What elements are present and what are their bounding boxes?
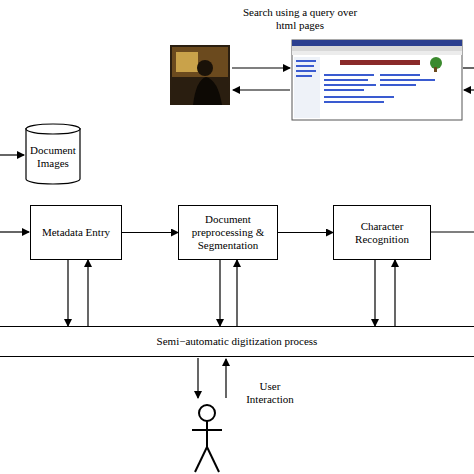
browser-line — [380, 84, 416, 86]
browser-line — [324, 96, 394, 98]
process-box: Document preprocessing & Segmentation — [178, 205, 278, 260]
figure-body — [206, 421, 208, 447]
browser-line — [324, 101, 384, 103]
node-text-group: Semi−automatic digitization process — [154, 335, 321, 348]
interaction-arrow — [197, 358, 198, 398]
cylinder-body — [26, 128, 80, 184]
figure-head — [199, 405, 215, 421]
node-text: Document Images — [28, 144, 78, 170]
browser-toolbar — [292, 46, 462, 51]
input-arrow — [0, 154, 24, 155]
stick-figure — [192, 405, 222, 472]
browser-logo-trunk — [434, 67, 437, 72]
figure-leg — [195, 447, 207, 472]
browser-out-line — [463, 67, 474, 68]
browser-in-arrow — [464, 89, 474, 90]
browser-line — [324, 89, 364, 91]
flow-arrow — [87, 260, 88, 326]
node-text-group: Metadata Entry — [39, 226, 113, 239]
data-store-cylinder: Document Images — [25, 123, 81, 185]
output-line — [431, 231, 474, 232]
photo-screen — [176, 52, 198, 72]
browser-line — [324, 74, 374, 76]
node-text-group: Character Recognition — [334, 220, 430, 246]
browser-sidebar — [294, 57, 320, 118]
node-text: Metadata Entry — [42, 226, 110, 239]
process-box: Character Recognition — [333, 205, 431, 260]
browser-line — [296, 75, 312, 77]
input-arrow — [0, 231, 29, 232]
node-text-group: Document Images — [25, 144, 81, 170]
process-box: Metadata Entry — [30, 205, 122, 260]
interaction-arrow — [225, 359, 226, 398]
flow-arrow — [219, 260, 220, 326]
node-text: Semi−automatic digitization process — [157, 335, 318, 348]
browser-line — [380, 74, 420, 76]
node-text-group: Document preprocessing & Segmentation — [179, 213, 277, 252]
photo-light — [172, 47, 228, 77]
user-photo — [170, 45, 230, 105]
node-text: Character Recognition — [337, 220, 427, 246]
browser-window — [292, 40, 462, 120]
flow-arrow — [236, 260, 237, 326]
browser-line — [380, 79, 435, 81]
browser-address — [292, 51, 462, 55]
figure-leg — [207, 447, 219, 472]
figure-arms — [192, 429, 222, 431]
query-arrow — [232, 67, 290, 68]
flow-arrow — [394, 260, 395, 326]
browser-line — [324, 84, 376, 86]
browser-text-lines — [296, 60, 435, 103]
browser-line — [296, 60, 316, 62]
photo-head — [197, 60, 213, 76]
browser-line — [324, 79, 368, 81]
annotation-text: User Interaction — [240, 380, 300, 406]
browser-heading — [340, 60, 420, 65]
process-band: Semi−automatic digitization process — [0, 326, 474, 357]
browser-line — [296, 70, 316, 72]
photo-body — [193, 77, 222, 105]
flow-arrow — [67, 260, 68, 326]
flow-arrow — [374, 260, 375, 326]
node-text: Document preprocessing & Segmentation — [182, 213, 274, 252]
annotation-text: Search using a query over html pages — [210, 6, 390, 32]
flow-arrow — [122, 232, 178, 233]
browser-line — [296, 65, 314, 67]
flow-arrow — [278, 232, 333, 233]
browser-titlebar — [292, 40, 462, 46]
result-arrow — [233, 89, 290, 90]
cylinder-top — [26, 124, 80, 134]
